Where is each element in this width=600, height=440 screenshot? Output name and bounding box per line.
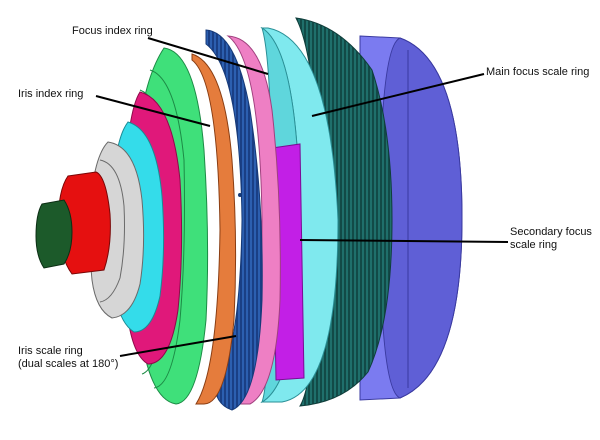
leader-iris-scale [119, 335, 237, 357]
label-iris-scale-ring: Iris scale ring (dual scales at 180°) [18, 345, 118, 371]
iris-scale-ring [191, 53, 237, 405]
leader-main-focus [311, 73, 485, 117]
dark-green-tip [35, 199, 73, 269]
leader-focus-index [147, 37, 269, 75]
label-secondary-focus-line1: Secondary focus [510, 226, 592, 238]
label-iris-scale-line2: (dual scales at 180°) [18, 358, 119, 370]
label-secondary-focus-line2: scale ring [510, 239, 558, 251]
focus-index-ring [226, 35, 281, 405]
label-iris-scale-line1: Iris scale ring [18, 345, 83, 357]
label-secondary-focus-scale-ring: Secondary focus scale ring [510, 226, 592, 252]
label-iris-index-text: Iris index ring [18, 88, 84, 100]
leader-lines [95, 37, 509, 357]
label-focus-index-text: Focus index ring [72, 25, 153, 37]
label-main-focus-scale-ring: Main focus scale ring [486, 66, 589, 79]
label-iris-index-ring: Iris index ring [18, 88, 83, 101]
leader-iris-index [95, 95, 211, 127]
leader-secondary-focus [299, 239, 509, 243]
label-main-focus-text: Main focus scale ring [486, 66, 590, 78]
label-focus-index-ring: Focus index ring [72, 25, 153, 38]
front-gear-ring [205, 29, 263, 411]
